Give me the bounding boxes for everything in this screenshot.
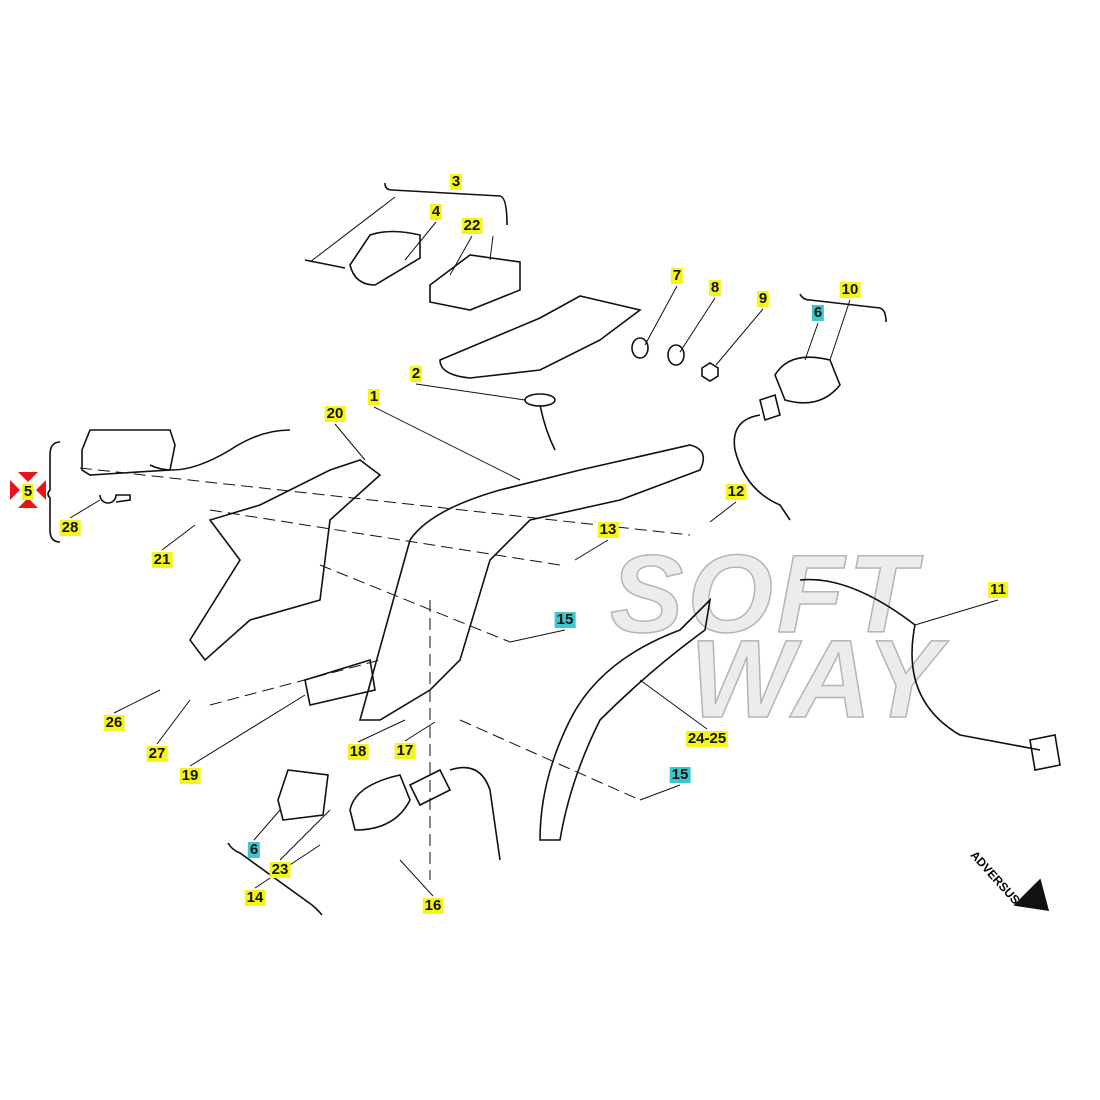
- part-label-26[interactable]: 26: [103, 714, 125, 731]
- dashed-assembly-lines: [79, 467, 691, 880]
- part-label-27[interactable]: 27: [146, 745, 168, 762]
- part-label-5[interactable]: 5: [21, 483, 35, 500]
- part-label-6[interactable]: 6: [811, 304, 825, 321]
- part-label-14[interactable]: 14: [244, 889, 266, 906]
- part-label-9[interactable]: 9: [756, 290, 770, 307]
- connector: [1029, 734, 1061, 771]
- part-label-15b[interactable]: 15: [669, 766, 691, 783]
- part-label-23[interactable]: 23: [269, 861, 291, 878]
- part-label-28[interactable]: 28: [59, 519, 81, 536]
- part-label-16[interactable]: 16: [422, 897, 444, 914]
- plate-holder: [189, 459, 382, 662]
- spacer-8: [667, 344, 685, 366]
- part-label-22[interactable]: 22: [461, 217, 483, 234]
- group-bracket-3: [384, 182, 508, 226]
- taillight-lens: [349, 230, 421, 286]
- light-23: [277, 769, 329, 821]
- rear-fender: [358, 444, 705, 721]
- part-label-12[interactable]: 12: [725, 483, 747, 500]
- group-bracket-5: [47, 441, 61, 543]
- part-label-24-25[interactable]: 24-25: [685, 730, 729, 747]
- part-label-6b[interactable]: 6: [247, 841, 261, 858]
- part-label-18[interactable]: 18: [347, 743, 369, 760]
- part-label-7[interactable]: 7: [670, 267, 684, 284]
- watermark-way: WAY: [689, 618, 945, 741]
- part-label-11[interactable]: 11: [988, 581, 1008, 598]
- part-label-21[interactable]: 21: [151, 551, 173, 568]
- reflector: [304, 658, 376, 706]
- part-label-2[interactable]: 2: [409, 365, 423, 382]
- part-label-1[interactable]: 1: [367, 388, 381, 405]
- license-wire: [149, 429, 291, 471]
- turn-signal-left: [349, 766, 501, 861]
- direction-arrow-icon: [1013, 878, 1050, 911]
- wiring-harness: [799, 578, 1041, 751]
- part-label-19[interactable]: 19: [179, 767, 201, 784]
- group-bracket-14: [227, 842, 323, 916]
- watermark-soft: SOFT: [609, 533, 920, 656]
- part-label-17[interactable]: 17: [394, 742, 416, 759]
- bulb-28: [99, 494, 131, 504]
- part-label-10[interactable]: 10: [839, 281, 861, 298]
- part-label-15[interactable]: 15: [554, 611, 576, 628]
- leader-lines: [69, 196, 999, 897]
- part-label-4[interactable]: 4: [429, 203, 443, 220]
- grommet-7: [631, 337, 649, 359]
- taillight-base: [429, 254, 521, 311]
- inner-fender: [539, 597, 712, 841]
- part-label-20[interactable]: 20: [324, 405, 346, 422]
- turn-signal-right: [733, 356, 841, 521]
- nut-9: [701, 362, 719, 382]
- part-label-3[interactable]: 3: [449, 173, 463, 190]
- part-label-8[interactable]: 8: [708, 279, 722, 296]
- mount-bracket: [439, 295, 642, 379]
- rivet-2: [524, 393, 556, 451]
- license-light: [81, 429, 176, 476]
- selection-marker-icon: [10, 472, 46, 508]
- group-bracket-10: [799, 293, 887, 323]
- part-label-13[interactable]: 13: [597, 521, 619, 538]
